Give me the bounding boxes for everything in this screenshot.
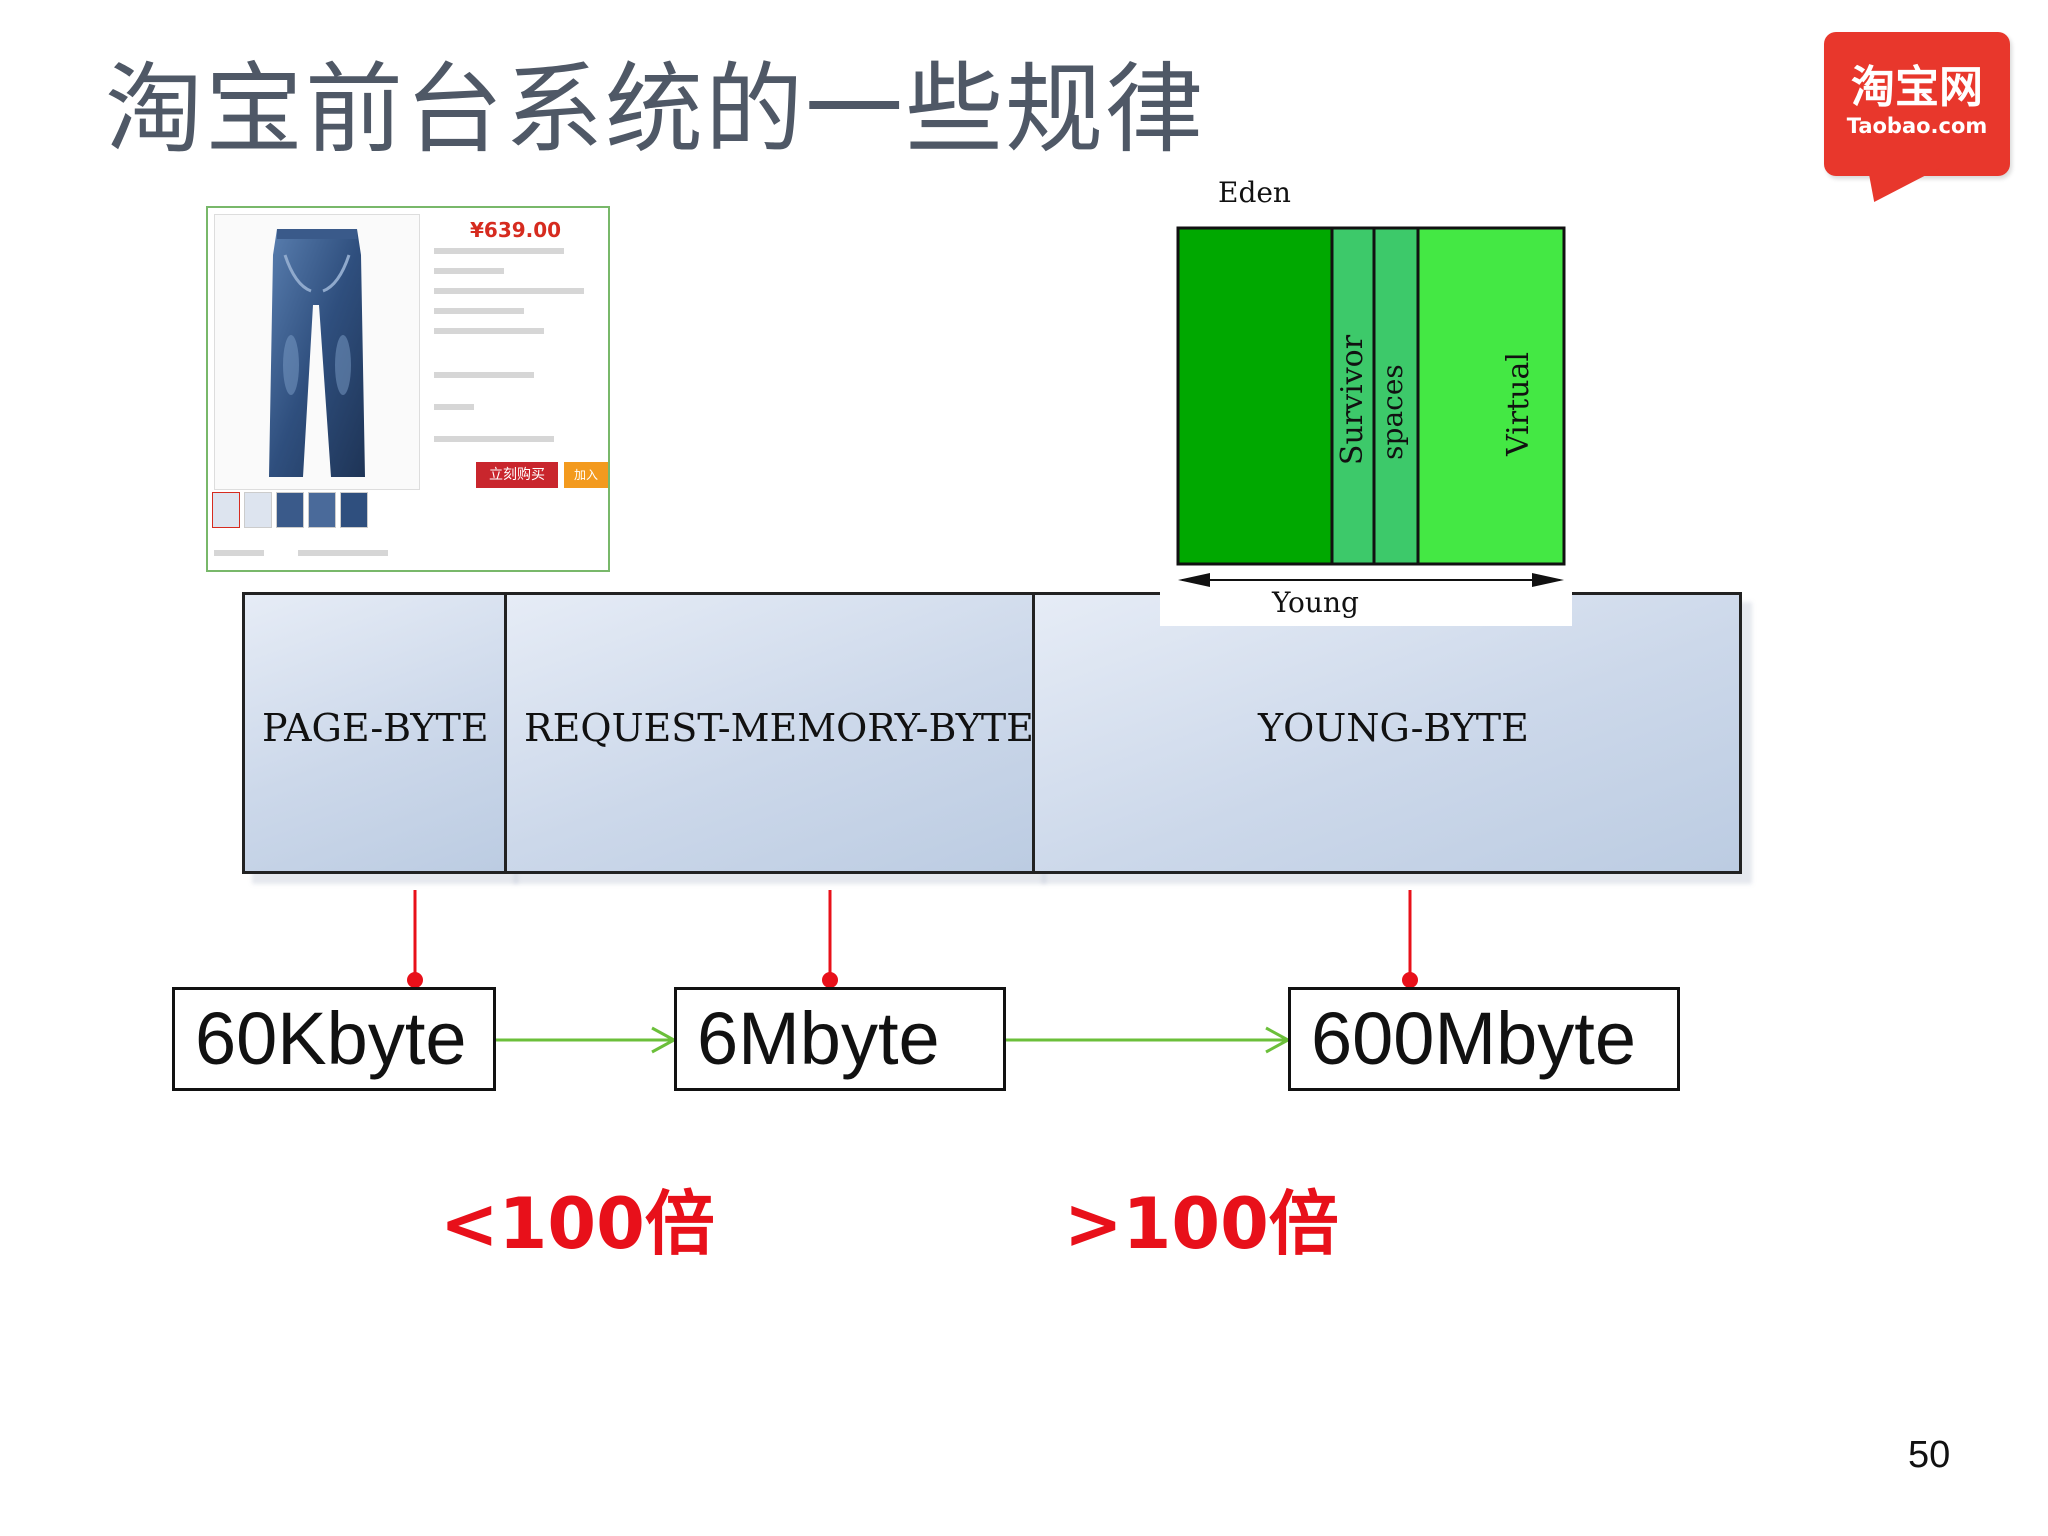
page-connector-dot [407, 972, 423, 988]
logo-text-cn: 淘宝网 [1851, 62, 1983, 113]
ratio-greater-than: >100倍 [1064, 1183, 1339, 1265]
product-price: ¥639.00 [470, 218, 562, 242]
detail-line [434, 248, 564, 254]
thumbnail[interactable] [308, 492, 336, 528]
spaces-label: spaces [1376, 364, 1409, 460]
logo-text-en: Taobao.com [1846, 114, 1988, 138]
jeans-image [214, 214, 420, 490]
virtual-label: Virtual [1501, 352, 1536, 457]
detail-line [434, 288, 584, 294]
detail-line [298, 550, 388, 556]
arrow-left-icon [1178, 573, 1210, 587]
thumbnail[interactable] [244, 492, 272, 528]
jeans-icon [269, 229, 365, 477]
request-memory-byte-label: REQUEST-MEMORY-BYTE [524, 706, 1034, 750]
page-title: 淘宝前台系统的一些规律 [105, 53, 1206, 167]
page-byte-label: PAGE-BYTE [262, 706, 489, 750]
ratio-less-than: <100倍 [440, 1183, 715, 1265]
detail-line [434, 268, 504, 274]
eden-label: Eden [1218, 176, 1291, 209]
detail-line [434, 328, 544, 334]
page-size-box: 60Kbyte [172, 987, 496, 1091]
thumbnail[interactable] [212, 492, 240, 528]
taobao-logo [1824, 32, 2010, 176]
detail-line [434, 372, 534, 378]
detail-line [214, 550, 264, 556]
survivor-space-1 [1330, 226, 1376, 566]
arrow-right-icon [1532, 573, 1564, 587]
eden-space [1176, 226, 1334, 566]
add-cart-button[interactable]: 加入 [564, 462, 608, 488]
thumbnail[interactable] [340, 492, 368, 528]
young-byte-box [1032, 592, 1742, 874]
virtual-space [1416, 226, 1566, 566]
young-label: Young [1272, 586, 1359, 619]
thumbnail[interactable] [276, 492, 304, 528]
young-size-box: 600Mbyte [1288, 987, 1680, 1091]
detail-line [434, 308, 524, 314]
request-size-box: 6Mbyte [674, 987, 1006, 1091]
page-number: 50 [1908, 1434, 1951, 1476]
buy-now-button[interactable]: 立刻购买 [476, 462, 558, 488]
young-label-backdrop [1160, 560, 1572, 626]
detail-line [434, 404, 474, 410]
request-connector-dot [822, 972, 838, 988]
product-screenshot: ¥639.00 立刻购买 加入 [206, 206, 610, 572]
detail-line [434, 436, 554, 442]
survivor-label: Survivor [1335, 334, 1370, 465]
young-connector-dot [1402, 972, 1418, 988]
young-byte-label: YOUNG-BYTE [1258, 706, 1529, 750]
